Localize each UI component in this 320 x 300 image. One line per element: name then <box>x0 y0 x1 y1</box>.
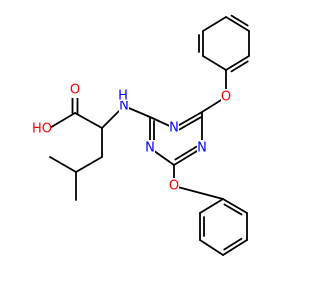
atom-label-n-ring-top: N <box>169 121 179 136</box>
bond-phenyl-bottom-3-4 <box>222 239 248 256</box>
atom-label-n-ring-right: N <box>197 141 207 156</box>
bond-phenyl-bottom-6-1 <box>199 198 224 214</box>
atom-label-h-amine: H <box>118 89 128 104</box>
bond-phenyl-top-3-4 <box>202 16 227 32</box>
atom-label-o-hydroxyl: HO <box>32 122 52 137</box>
bond-phenyl-top-1-2 <box>202 55 227 71</box>
atom-label-background <box>145 140 155 156</box>
atom-label-background <box>221 89 231 105</box>
atom-label-n-ring-left: N <box>145 141 155 156</box>
atom-label-background <box>70 82 80 98</box>
atom-label-background <box>169 120 179 136</box>
atom-o-ether-bottom: O <box>169 178 179 194</box>
bond-ether-phenyl-bottom <box>173 185 224 200</box>
atom-label-background <box>197 140 207 156</box>
bond-triazine-4-5-inner <box>174 145 198 161</box>
atom-o-hydroxyl: HO <box>32 121 52 137</box>
bond-cb-cg <box>75 156 103 173</box>
atom-label-background <box>118 90 128 101</box>
atom-o-ether-top: O <box>221 89 231 105</box>
bond-phenyl-top-6-1-inner <box>230 60 249 73</box>
bond-triazine-2-3-inner <box>178 116 202 131</box>
bond-cg-methyl-2 <box>49 156 77 173</box>
atom-label-background <box>33 121 51 137</box>
atom-label-o-ether-top: O <box>221 90 231 105</box>
atom-n-ring-left: N <box>145 140 155 156</box>
atom-label-o-ether-bottom: O <box>169 179 179 194</box>
bond-phenyl-top-6-1 <box>225 55 250 71</box>
bond-c-oh <box>47 112 76 130</box>
bond-phenyl-bottom-5-6 <box>222 198 248 214</box>
bonds-layer <box>47 14 250 256</box>
atom-label-background <box>119 99 129 113</box>
bond-phenyl-bottom-5-6-inner <box>223 203 243 216</box>
atom-label-background <box>169 178 179 194</box>
bond-phenyl-top-4-5-inner <box>230 14 249 27</box>
atom-label-o-carbonyl: O <box>70 83 80 98</box>
bond-phenyl-bottom-2-3 <box>199 239 224 256</box>
atom-n-ring-top: N <box>169 120 179 136</box>
atom-n-amine: N <box>119 99 129 114</box>
bond-phenyl-bottom-3-4-inner <box>223 237 243 251</box>
atom-n-ring-right: N <box>197 140 207 156</box>
atom-o-carbonyl: O <box>70 82 80 98</box>
atom-h-amine: H <box>118 89 128 104</box>
atom-label-n-amine: N <box>119 99 129 114</box>
bond-cc-ca <box>74 112 103 129</box>
bond-phenyl-top-4-5 <box>225 16 250 32</box>
